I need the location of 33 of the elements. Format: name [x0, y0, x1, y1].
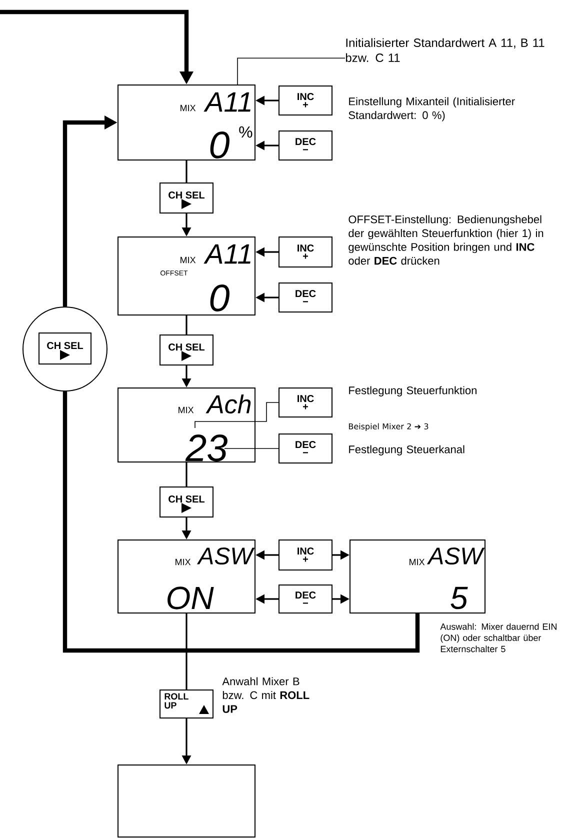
note-text: Beispiel Mixer 2 ➔ 3	[348, 423, 428, 431]
note-text: OFFSET-Einstellung: Bedienungshebel der gewählten Steuerfunktion (hier 1) in gewünschte Position bringen und INC oder DEC drücken	[348, 215, 544, 265]
key-button: DEC −	[278, 282, 332, 312]
connector-line	[186, 614, 188, 690]
key-button: CH SEL	[38, 332, 92, 364]
display-screen: MIX ASW ON	[118, 540, 256, 614]
connector-line	[186, 462, 188, 486]
key-button: CH SEL	[160, 486, 214, 518]
leader-line	[224, 448, 279, 449]
display-screen: MIX A11 0 %	[118, 84, 256, 160]
connector-line	[186, 160, 188, 182]
note-text: Festlegung Steuerfunktion	[349, 386, 476, 396]
display-screen: MIX Ach 23	[118, 388, 256, 462]
key-button: INC +	[278, 540, 332, 570]
note-text: Initialisierter Standardwert A 11, B 11 bzw. C 11	[346, 38, 544, 62]
note-text: Festlegung Steuerkanal	[349, 445, 464, 456]
key-button: ROLL UP	[160, 690, 214, 718]
connector-line	[62, 392, 420, 653]
key-button: DEC −	[278, 434, 332, 464]
key-button: INC +	[278, 388, 332, 418]
note-text: Anwahl Mixer B bzw. C mit ROLL UP	[222, 677, 310, 713]
connector-line	[186, 316, 188, 334]
leader-line	[237, 58, 346, 85]
key-button: DEC −	[278, 130, 332, 160]
key-button: CH SEL	[160, 334, 214, 366]
key-button: DEC −	[278, 584, 332, 614]
key-button: INC +	[278, 236, 332, 268]
leader-line	[194, 402, 279, 428]
note-text: Einstellung Mixanteil (Initialisierter Standardwert: 0 %)	[348, 97, 515, 122]
note-text: Auswahl: Mixer dauernd EIN (ON) oder schaltbar über Externschalter 5	[440, 623, 556, 652]
key-button: CH SEL	[160, 182, 214, 214]
display-screen	[118, 764, 256, 838]
key-button: INC +	[278, 86, 332, 116]
